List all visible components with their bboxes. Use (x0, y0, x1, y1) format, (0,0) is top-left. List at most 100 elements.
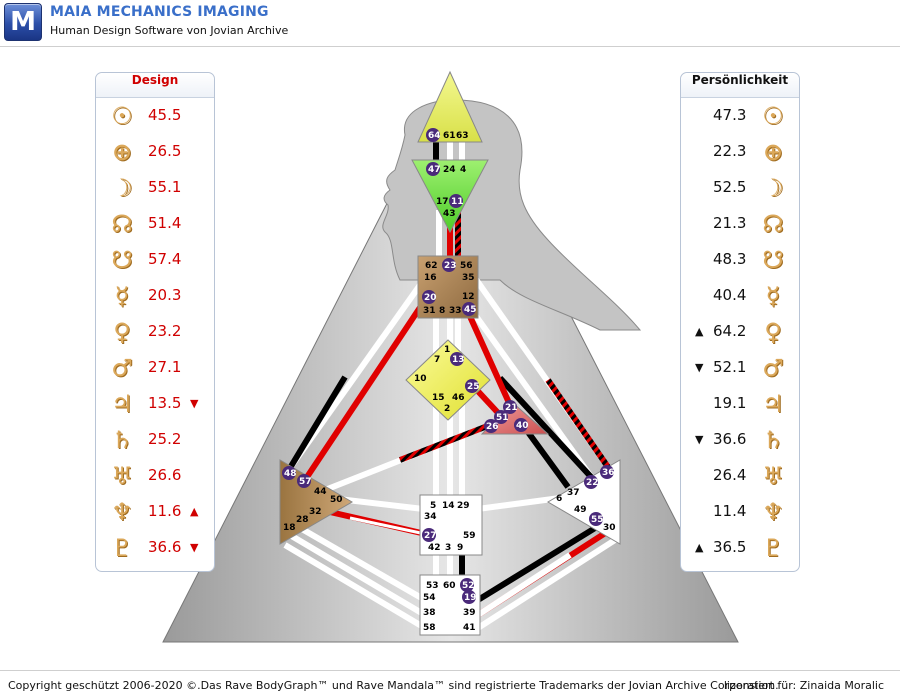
gate-label: 58 (423, 623, 436, 633)
app-header: M MAIA MECHANICS IMAGING Human Design So… (0, 0, 900, 47)
exaltation-arrow: ▼ (695, 361, 704, 374)
gate-label: 54 (423, 593, 436, 603)
gate-label: 36 (602, 468, 615, 478)
mercury-icon: ☿ (114, 282, 130, 310)
gate-label: 59 (463, 531, 476, 541)
gate-label: 33 (449, 306, 462, 316)
planet-value: 21.3 (713, 214, 747, 232)
gate-label: 40 (516, 421, 529, 431)
gate-label: 63 (456, 131, 469, 141)
gate-label: 15 (432, 393, 445, 403)
gate-label: 50 (330, 495, 343, 505)
gate-label: 35 (462, 273, 475, 283)
planet-row: ☋57.4 (96, 242, 214, 278)
planet-value: 22.3 (713, 142, 747, 160)
planet-row: ♇ 36.6 ▼ (96, 530, 214, 566)
planet-value: 47.3 (713, 106, 747, 124)
planet-value: 36.6 (148, 538, 182, 556)
gate-label: 10 (414, 374, 427, 384)
bodygraph-chart: 64 61 63 47 24 4 17 11 43 62 23 56 16 35… (162, 70, 739, 643)
gate-label: 7 (434, 355, 440, 365)
gate-label: 51 (496, 413, 509, 423)
north-node-icon: ☊ (762, 210, 784, 238)
gate-label: 27 (424, 531, 437, 541)
exaltation-arrow: ▼ (190, 541, 199, 554)
gate-label: 2 (444, 404, 450, 414)
ajna-center (411, 159, 489, 234)
gate-label: 46 (452, 393, 465, 403)
personality-panel-title: Persönlichkeit (681, 73, 799, 98)
planet-row: 47.3☉ (681, 98, 799, 134)
gate-label: 52 (462, 581, 475, 591)
planet-row: 22.3⊕ (681, 134, 799, 170)
planet-value: 52.1 (713, 358, 747, 376)
gate-label: 26 (486, 422, 499, 432)
planet-row: ☊51.4 (96, 206, 214, 242)
gate-label: 5 (430, 501, 436, 511)
venus-icon: ♀ (764, 318, 782, 346)
throat-gates: 62 23 56 16 35 12 20 45 31 8 33 (422, 258, 477, 316)
neptune-icon: ♆ (111, 498, 133, 526)
planet-value: 40.4 (713, 286, 747, 304)
planet-value: 52.5 (713, 178, 747, 196)
gate-label: 21 (505, 403, 518, 413)
planet-value: 48.3 (713, 250, 747, 268)
head-center (417, 70, 483, 143)
moon-icon: ☽ (111, 174, 133, 202)
gate-label: 3 (445, 543, 451, 553)
exaltation-arrow: ▼ (695, 433, 704, 446)
gate-label: 44 (314, 487, 327, 497)
gate-label: 22 (586, 478, 599, 488)
gate-label: 53 (426, 581, 439, 591)
app-logo: M (4, 3, 42, 41)
gate-label: 13 (452, 355, 465, 365)
south-node-icon: ☋ (111, 246, 133, 274)
heart-gates: 21 51 26 40 (484, 400, 529, 433)
planet-row: 19.1♃ (681, 386, 799, 422)
planet-row: 52.5☽ (681, 170, 799, 206)
gate-label: 38 (423, 608, 436, 618)
pluto-icon: ♇ (111, 534, 133, 562)
gate-label: 30 (603, 523, 616, 533)
gate-label: 39 (463, 608, 476, 618)
gate-label: 62 (425, 261, 438, 271)
mercury-icon: ☿ (765, 282, 781, 310)
planet-row: ♆11.6▲ (96, 494, 214, 530)
gate-label: 18 (283, 523, 296, 533)
neptune-icon: ♆ (762, 498, 784, 526)
uranus-icon: ♅ (762, 462, 784, 490)
planet-row: ▲64.2♀ (681, 314, 799, 350)
gate-label: 1 (444, 345, 450, 355)
gate-label: 20 (424, 293, 437, 303)
sun-icon: ☉ (111, 102, 133, 130)
planet-row: ♀23.2 (96, 314, 214, 350)
gate-label: 8 (439, 306, 445, 316)
planet-value: 25.2 (148, 430, 182, 448)
saturn-icon: ♄ (111, 426, 133, 454)
planet-row: ♃13.5▼ (96, 386, 214, 422)
license-text: lizensiert für: Zinaida Moralic (723, 679, 884, 692)
planet-value: 36.5 (713, 538, 747, 556)
planet-value: 27.1 (148, 358, 182, 376)
gate-label: 43 (443, 209, 456, 219)
mars-icon: ♂ (762, 354, 784, 382)
sacral-gates: 5 14 29 34 27 59 42 3 9 (422, 501, 476, 553)
gate-label: 32 (309, 507, 322, 517)
gate-label: 24 (443, 165, 456, 175)
root-gates: 53 60 52 54 19 38 39 58 41 (423, 578, 477, 633)
planet-row: ☽55.1 (96, 170, 214, 206)
planet-value: 26.4 (713, 466, 747, 484)
planet-row: 11.4♆ (681, 494, 799, 530)
app-subtitle: Human Design Software von Jovian Archive (50, 24, 289, 37)
gate-label: 9 (457, 543, 463, 553)
venus-icon: ♀ (113, 318, 131, 346)
uranus-icon: ♅ (111, 462, 133, 490)
planet-row: 26.4 ♅ (681, 458, 799, 494)
jupiter-icon: ♃ (111, 390, 133, 418)
planet-value: 26.5 (148, 142, 182, 160)
planet-row: ♄ 25.2 (96, 422, 214, 458)
south-node-icon: ☋ (762, 246, 784, 274)
copyright-text: Copyright geschützt 2006-2020 ©.Das Rave… (8, 679, 779, 692)
planet-row: 21.3 ☊ (681, 206, 799, 242)
gate-label: 45 (464, 305, 477, 315)
